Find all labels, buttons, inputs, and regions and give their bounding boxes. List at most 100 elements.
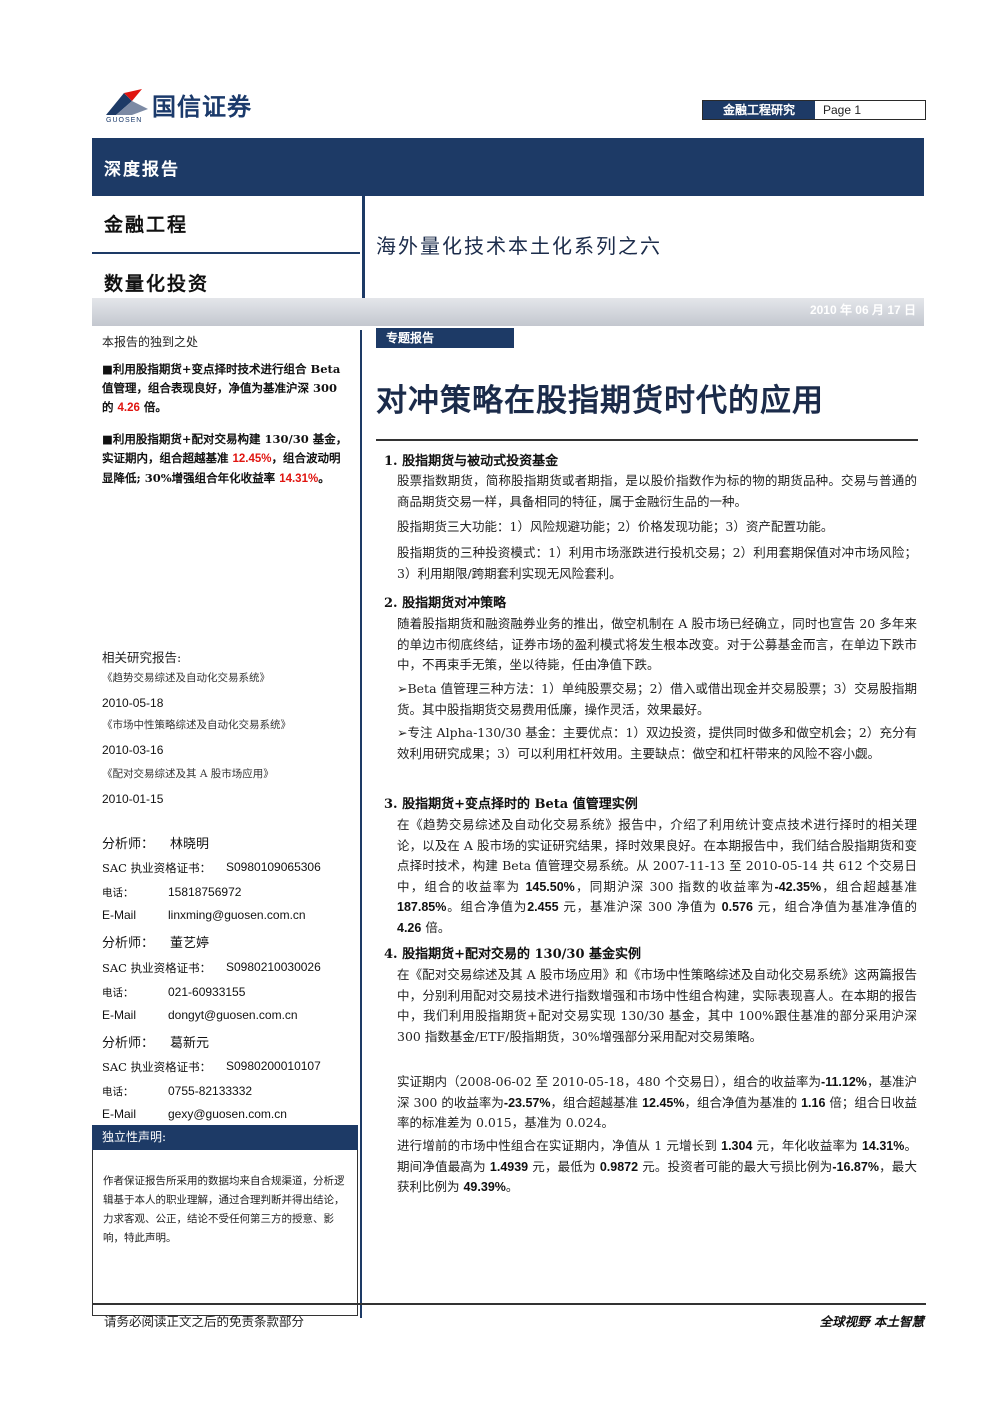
s4p3-max-nav: 1.4939 (489, 1159, 529, 1174)
highlight-2-suffix: 。 (318, 471, 330, 485)
s3-text-d: 。组合净值为 (446, 899, 528, 914)
department-label: 金融工程研究 (703, 101, 815, 119)
section-4-para-3: 进行增前的市场中性组合在实证期内，净值从 1 元增长到 1.304 元，年化收益… (397, 1136, 917, 1198)
s4p3-text-g: 。 (505, 1179, 519, 1194)
related-report-date: 2010-03-16 (102, 743, 164, 757)
s3-return: 145.50% (525, 879, 575, 894)
logo-subtext: GUOSEN (106, 117, 143, 124)
sac-label: SAC 执业资格证书： (102, 961, 212, 975)
email-label: E-Mail (102, 908, 137, 922)
email-label: E-Mail (102, 1008, 137, 1022)
analyst-label: 分析师： (102, 1036, 155, 1051)
section-1-para-1: 股票指数期货，简称股指期货或者期指，是以股价指数作为标的物的期货品种。交易与普通… (397, 473, 917, 509)
s3-benchmark-nav: 0.576 (721, 900, 753, 914)
independence-title: 独立性声明: (92, 1125, 358, 1150)
analyst-sac-row: SAC 执业资格证书： S0980210030026 (102, 960, 357, 980)
header-page-box: 金融工程研究 Page 1 (702, 100, 926, 120)
tel-number: 0755-82133332 (168, 1084, 253, 1098)
date-band: 2010 年 06 月 17 日 (92, 298, 924, 326)
guosen-logo: 国信证券 GUOSEN (102, 85, 302, 130)
analyst-label: 分析师： (102, 837, 155, 852)
related-report-title[interactable]: 《市场中性策略综述及自动化交易系统》 (102, 719, 291, 731)
highlight-1-number: 4.26 (117, 402, 140, 414)
s4p3-text-a: 进行增前的市场中性组合在实证期内，净值从 1 元增长到 (397, 1138, 722, 1153)
s4p2-return: -11.12% (821, 1075, 867, 1089)
s3-nav: 2.455 (527, 900, 559, 914)
category-primary: 金融工程 (92, 196, 360, 254)
analyst-name: 葛新元 (170, 1036, 210, 1051)
section-4-title: 4. 股指期货+配对交易的 130/30 基金实例 (384, 947, 642, 962)
highlight-1-text: ■利用股指期货+变点择时技术进行组合 Beta 值管理，组合表现良好，净值为基准… (102, 362, 341, 414)
page-number: Page 1 (823, 103, 862, 117)
footer-disclaimer: 请务必阅读正文之后的免责条款部分 (104, 1314, 305, 1329)
s4p2-index-return: -23.57% (503, 1095, 551, 1110)
s3-text-a: 在《趋势交易综述及自动化交易系统》报告中，介绍了利用统计变点技术进行择时的相关理… (397, 817, 917, 894)
s3-ratio: 4.26 (397, 920, 422, 935)
highlight-2-mid: ，组合波动明显降低; 30%增强组合年化收益率 (102, 451, 341, 485)
sac-number: S0980200010107 (226, 1059, 321, 1073)
highlight-1-suffix: 倍。 (139, 400, 167, 414)
tel-number: 021-60933155 (168, 985, 246, 999)
sac-label: SAC 执业资格证书： (102, 861, 212, 875)
tel-label: 电话： (102, 1086, 134, 1098)
s4p3-min-nav: 0.9872 (599, 1159, 639, 1174)
report-tag: 专题报告 (376, 328, 514, 348)
analyst-email-row: E-Mail gexy@guosen.com.cn (102, 1107, 357, 1127)
tel-number: 15818756972 (168, 885, 242, 899)
report-date: 2010 年 06 月 17 日 (809, 303, 916, 317)
highlight-1: ■利用股指期货+变点择时技术进行组合 Beta 值管理，组合表现良好，净值为基准… (102, 360, 352, 418)
analyst-sac-row: SAC 执业资格证书： S0980109065306 (102, 860, 357, 880)
category-secondary: 数量化投资 (92, 256, 360, 300)
logo-text: 国信证券 (152, 94, 252, 121)
s4p2-text-e: 倍；组合日收益率的标准差为 0.015，基准为 0.024。 (397, 1094, 917, 1131)
s4p3-text-b: 元，年化收益率为 (752, 1138, 862, 1153)
email-link[interactable]: gexy@guosen.com.cn (168, 1107, 287, 1121)
analyst-label: 分析师： (102, 936, 155, 951)
analyst-tel-row: 电话：021-60933155 (102, 985, 357, 1005)
section-4-para-1: 在《配对交易综述及其 A 股市场应用》和《市场中性策略综述及自动化交易系统》这两… (397, 967, 917, 1044)
s4p2-text-c: ，组合超越基准 (550, 1094, 643, 1110)
footer-slogan: 全球视野 本土智慧 (819, 1314, 924, 1329)
section-3-title: 3. 股指期货+变点择时的 Beta 值管理实例 (384, 797, 638, 812)
sac-number: S0980109065306 (226, 860, 321, 874)
footer-rule (92, 1303, 926, 1305)
independence-statement: 作者保证报告所采用的数据均来自合规渠道，分析逻辑基于本人的职业理解，通过合理判断… (92, 1150, 358, 1316)
analyst-name-row: 分析师： 葛新元 (102, 1032, 357, 1052)
related-report-title[interactable]: 《趋势交易综述及自动化交易系统》 (102, 672, 270, 684)
s4p2-text-a: 实证期内（2008-06-02 至 2010-05-18，480 个交易日），组… (397, 1074, 822, 1089)
analyst-tel-row: 电话： 15818756972 (102, 885, 357, 905)
analyst-name-row: 分析师： 林晓明 (102, 833, 357, 853)
section-3-para: 在《趋势交易综述及自动化交易系统》报告中，介绍了利用统计变点技术进行择时的相关理… (397, 815, 917, 938)
title-rule (376, 439, 918, 441)
analyst-name: 董艺婷 (170, 936, 210, 951)
tel-label: 电话： (102, 887, 134, 899)
s4p3-annual-return: 14.31% (861, 1139, 905, 1153)
highlight-2-number-1: 12.45% (232, 453, 272, 465)
s4p3-text-e: 元。投资者可能的最大亏损比例为 (638, 1158, 833, 1174)
section-1-para-3: 股指期货的三种投资模式：1）利用市场涨跌进行投机交易；2）利用套期保值对冲市场风… (397, 545, 917, 581)
s3-text-e: 元，基准沪深 300 净值为 (558, 899, 722, 914)
sac-number: S0980210030026 (226, 960, 321, 974)
email-label: E-Mail (102, 1107, 137, 1121)
series-title: 海外量化技术本土化系列之六 (376, 234, 662, 258)
sac-label: SAC 执业资格证书： (102, 1060, 212, 1074)
column-divider (360, 330, 362, 1318)
analyst-email-row: E-Mail linxming@guosen.com.cn (102, 908, 357, 928)
section-2-title: 2. 股指期货对冲策略 (384, 596, 507, 611)
highlight-2-number-2: 14.31% (279, 473, 319, 485)
analyst-tel-row: 电话： 0755-82133332 (102, 1084, 357, 1104)
s4p3-text-f: ，最大获利比例为 (397, 1158, 917, 1195)
s4p2-ratio: 1.16 (801, 1095, 826, 1110)
analyst-sac-row: SAC 执业资格证书： S0980200010107 (102, 1059, 357, 1079)
analyst-name: 林晓明 (170, 837, 210, 852)
section-2-para-3: ➢专注 Alpha-130/30 基金：主要优点：1）双边投资，提供同时做多和做… (397, 725, 917, 761)
s4p3-text-c: 。期间净值最高为 (397, 1138, 918, 1174)
email-link[interactable]: linxming@guosen.com.cn (168, 908, 306, 922)
related-reports-title: 相关研究报告: (102, 650, 182, 665)
unique-points-title: 本报告的独到之处 (102, 335, 199, 349)
section-1-para-2: 股指期货三大功能：1）风险规避功能；2）价格发现功能；3）资产配置功能。 (397, 519, 834, 534)
s4p2-text-b: ，基准沪深 300 的收益率为 (397, 1074, 917, 1110)
s4p3-text-d: 元，最低为 (528, 1158, 600, 1174)
related-report-title[interactable]: 《配对交易综述及其 A 股市场应用》 (102, 768, 274, 780)
email-link[interactable]: dongyt@guosen.com.cn (168, 1008, 298, 1022)
